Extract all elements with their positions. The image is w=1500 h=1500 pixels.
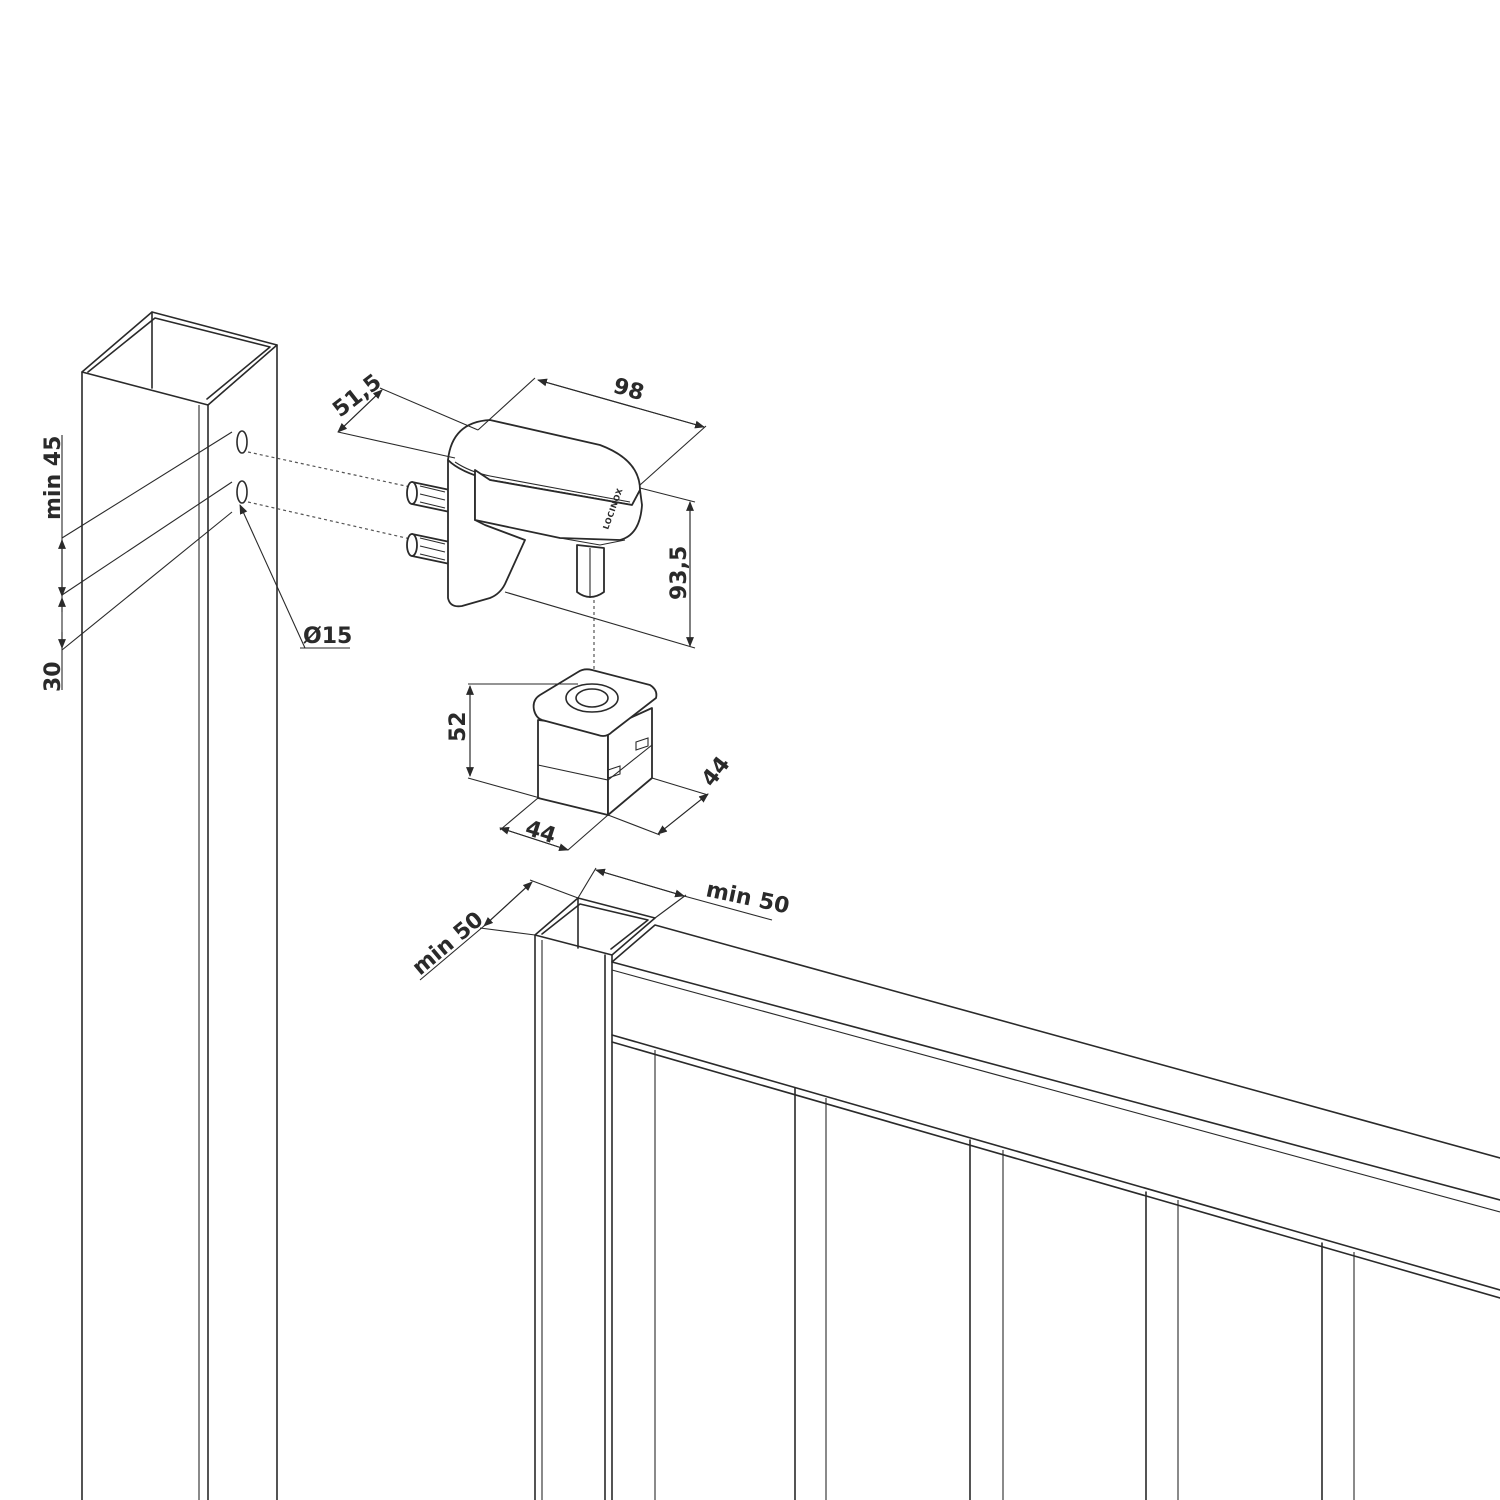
dim-93-5-label: 93,5 bbox=[667, 546, 692, 600]
dim-98-label: 98 bbox=[610, 374, 646, 406]
gate-frame bbox=[611, 924, 1500, 1299]
dim-44-width-label: 44 bbox=[522, 816, 559, 849]
dim-diameter-label: Ø15 bbox=[303, 624, 352, 649]
dim-51-5-label: 51,5 bbox=[328, 370, 386, 423]
left-post bbox=[81, 311, 278, 1500]
dim-52-label: 52 bbox=[446, 711, 471, 742]
gate-slats bbox=[654, 1050, 1355, 1500]
hinge-base-block bbox=[532, 668, 658, 816]
hinge-body: LOCINOX bbox=[406, 419, 643, 608]
alignment-line-upper bbox=[247, 451, 416, 489]
dim-44-depth-label: 44 bbox=[697, 752, 736, 792]
alignment-line-lower bbox=[247, 501, 416, 541]
post-hole-lower bbox=[236, 480, 248, 504]
hole-diameter-dimension: Ø15 bbox=[239, 504, 352, 649]
gate-post-dimensions: min 50 min 50 bbox=[408, 867, 792, 981]
gate-post bbox=[534, 897, 656, 1500]
hinge-dimensions: 51,5 98 93,5 bbox=[328, 370, 707, 649]
post-hole-upper bbox=[236, 430, 248, 454]
hinge-bolt-upper bbox=[406, 481, 451, 513]
post-hole-dimensions: min 45 30 bbox=[41, 431, 233, 692]
dim-30-label: 30 bbox=[41, 661, 66, 692]
dim-min-50-left-label: min 50 bbox=[408, 907, 489, 980]
dim-min-45-label: min 45 bbox=[41, 436, 66, 520]
hinge-bolt-lower bbox=[406, 533, 451, 565]
